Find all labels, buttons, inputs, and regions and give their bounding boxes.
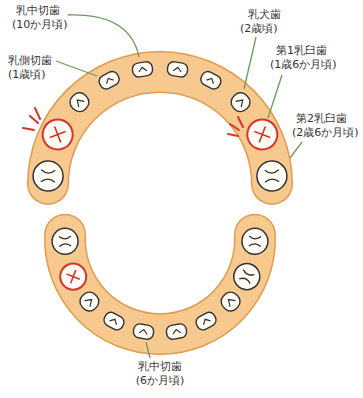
tooth-label: 第2乳臼歯 — [296, 112, 347, 126]
tooth-label: (2歳頃) — [240, 22, 278, 36]
lower-gum — [65, 235, 255, 334]
tooth-label: 乳中切歯 — [138, 360, 182, 374]
tooth-label: (1歳頃) — [8, 68, 46, 82]
upper-teeth — [33, 61, 288, 192]
tooth-label: 第1乳臼歯 — [276, 44, 327, 58]
lower-gum-outline — [65, 235, 255, 334]
tooth-label: 乳中切歯 — [16, 4, 60, 18]
upper-gum — [48, 72, 272, 184]
tooth-label: (10か月頃) — [12, 18, 68, 32]
tooth-label: 乳犬歯 — [248, 8, 281, 22]
highlight-marks — [23, 108, 243, 136]
leader-lines — [56, 15, 302, 358]
upper-gum-outline — [48, 72, 272, 184]
tooth-label: 乳側切歯 — [8, 54, 52, 68]
tooth-label: (2歳6か月頃) — [292, 126, 359, 140]
tooth-label: (1歳6か月頃) — [270, 58, 337, 72]
tooth-label: (6か月頃) — [136, 374, 185, 388]
lower-teeth — [52, 228, 269, 340]
